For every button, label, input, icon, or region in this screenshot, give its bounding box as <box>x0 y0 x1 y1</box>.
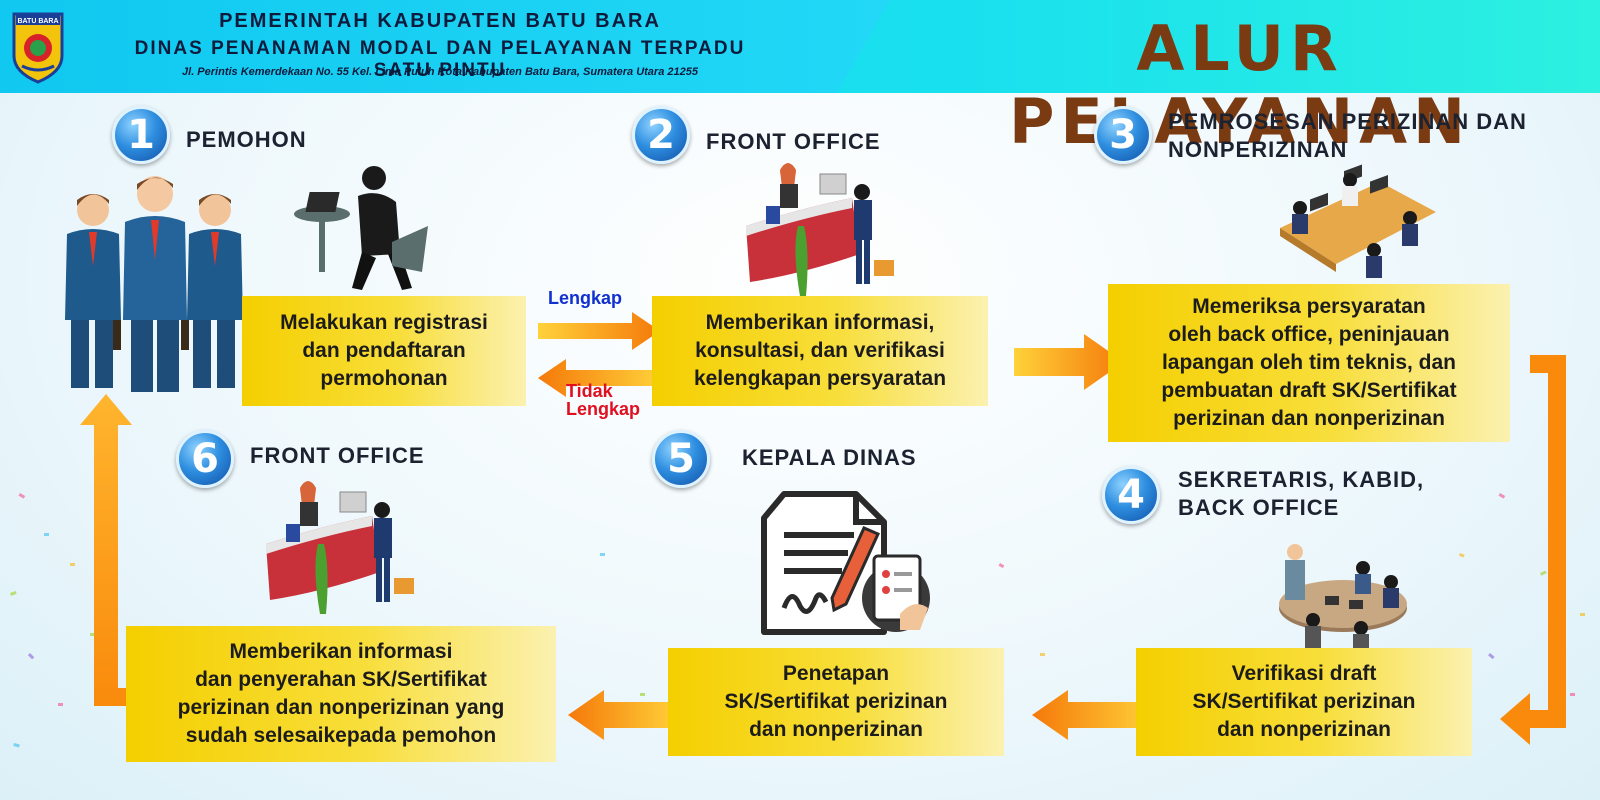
meeting-team-illustration <box>1279 544 1407 656</box>
arrow-step2-to-step3 <box>1014 334 1124 390</box>
step-3-description-box: Memeriksa persyaratan oleh back office, … <box>1108 284 1510 442</box>
back-office-team-illustration <box>1280 164 1436 278</box>
step-3-badge: 3 <box>1094 106 1152 164</box>
header-bar: BATU BARA PEMERINTAH KABUPATEN BATU BARA… <box>0 0 1600 158</box>
page-title: ALUR PELAYANAN <box>1008 12 1472 158</box>
front-office-desk-illustration <box>746 163 894 296</box>
step-2-description-box: Memberikan informasi, konsultasi, dan ve… <box>652 296 988 406</box>
batu-bara-emblem-icon: BATU BARA <box>12 12 64 84</box>
step-4-badge: 4 <box>1102 466 1160 524</box>
laptop-user-illustration <box>294 166 428 290</box>
step-1-description-box: Melakukan registrasi dan pendaftaran per… <box>242 296 526 406</box>
arrow-step5-to-step6 <box>568 690 680 740</box>
step-1-title: PEMOHON <box>186 127 307 152</box>
label-lengkap: Lengkap <box>548 288 623 308</box>
emblem-text: BATU BARA <box>17 18 58 25</box>
arrow-step6-to-step1 <box>80 394 132 706</box>
step-2-title: FRONT OFFICE <box>706 129 881 154</box>
step-6-badge: 6 <box>176 430 234 488</box>
applicants-illustration <box>65 176 243 392</box>
step-3-title: PEMROSESAN PERIZINAN DAN NONPERIZINAN <box>1168 109 1527 162</box>
arrow-step4-to-step5 <box>1032 690 1156 740</box>
agency-name: DINAS PENANAMAN MODAL DAN PELAYANAN TERP… <box>134 38 746 81</box>
agency-address: Jl. Perintis Kemerdekaan No. 55 Kel. Lim… <box>182 66 698 78</box>
label-tidak-lengkap: Tidak Lengkap <box>566 381 641 419</box>
front-office-desk-illustration-2 <box>266 481 414 614</box>
document-signing-icon <box>761 491 930 635</box>
arrow-lengkap <box>538 312 660 350</box>
step-5-badge: 5 <box>652 430 710 488</box>
step-6-description-box: Memberikan informasi dan penyerahan SK/S… <box>126 626 556 762</box>
step-1-badge: 1 <box>112 106 170 164</box>
arrow-tidak-lengkap <box>538 359 662 397</box>
step-2-badge: 2 <box>632 106 690 164</box>
government-name: PEMERINTAH KABUPATEN BATU BARA <box>219 10 661 32</box>
header-left-panel <box>0 0 890 93</box>
step-4-title: SEKRETARIS, KABID, BACK OFFICE <box>1178 467 1425 520</box>
step-6-title: FRONT OFFICE <box>250 443 425 468</box>
arrow-step3-to-step4 <box>1500 355 1566 745</box>
step-5-title: KEPALA DINAS <box>742 445 917 470</box>
step-5-description-box: Penetapan SK/Sertifikat perizinan dan no… <box>668 648 1004 756</box>
step-4-description-box: Verifikasi draft SK/Sertifikat perizinan… <box>1136 648 1472 756</box>
